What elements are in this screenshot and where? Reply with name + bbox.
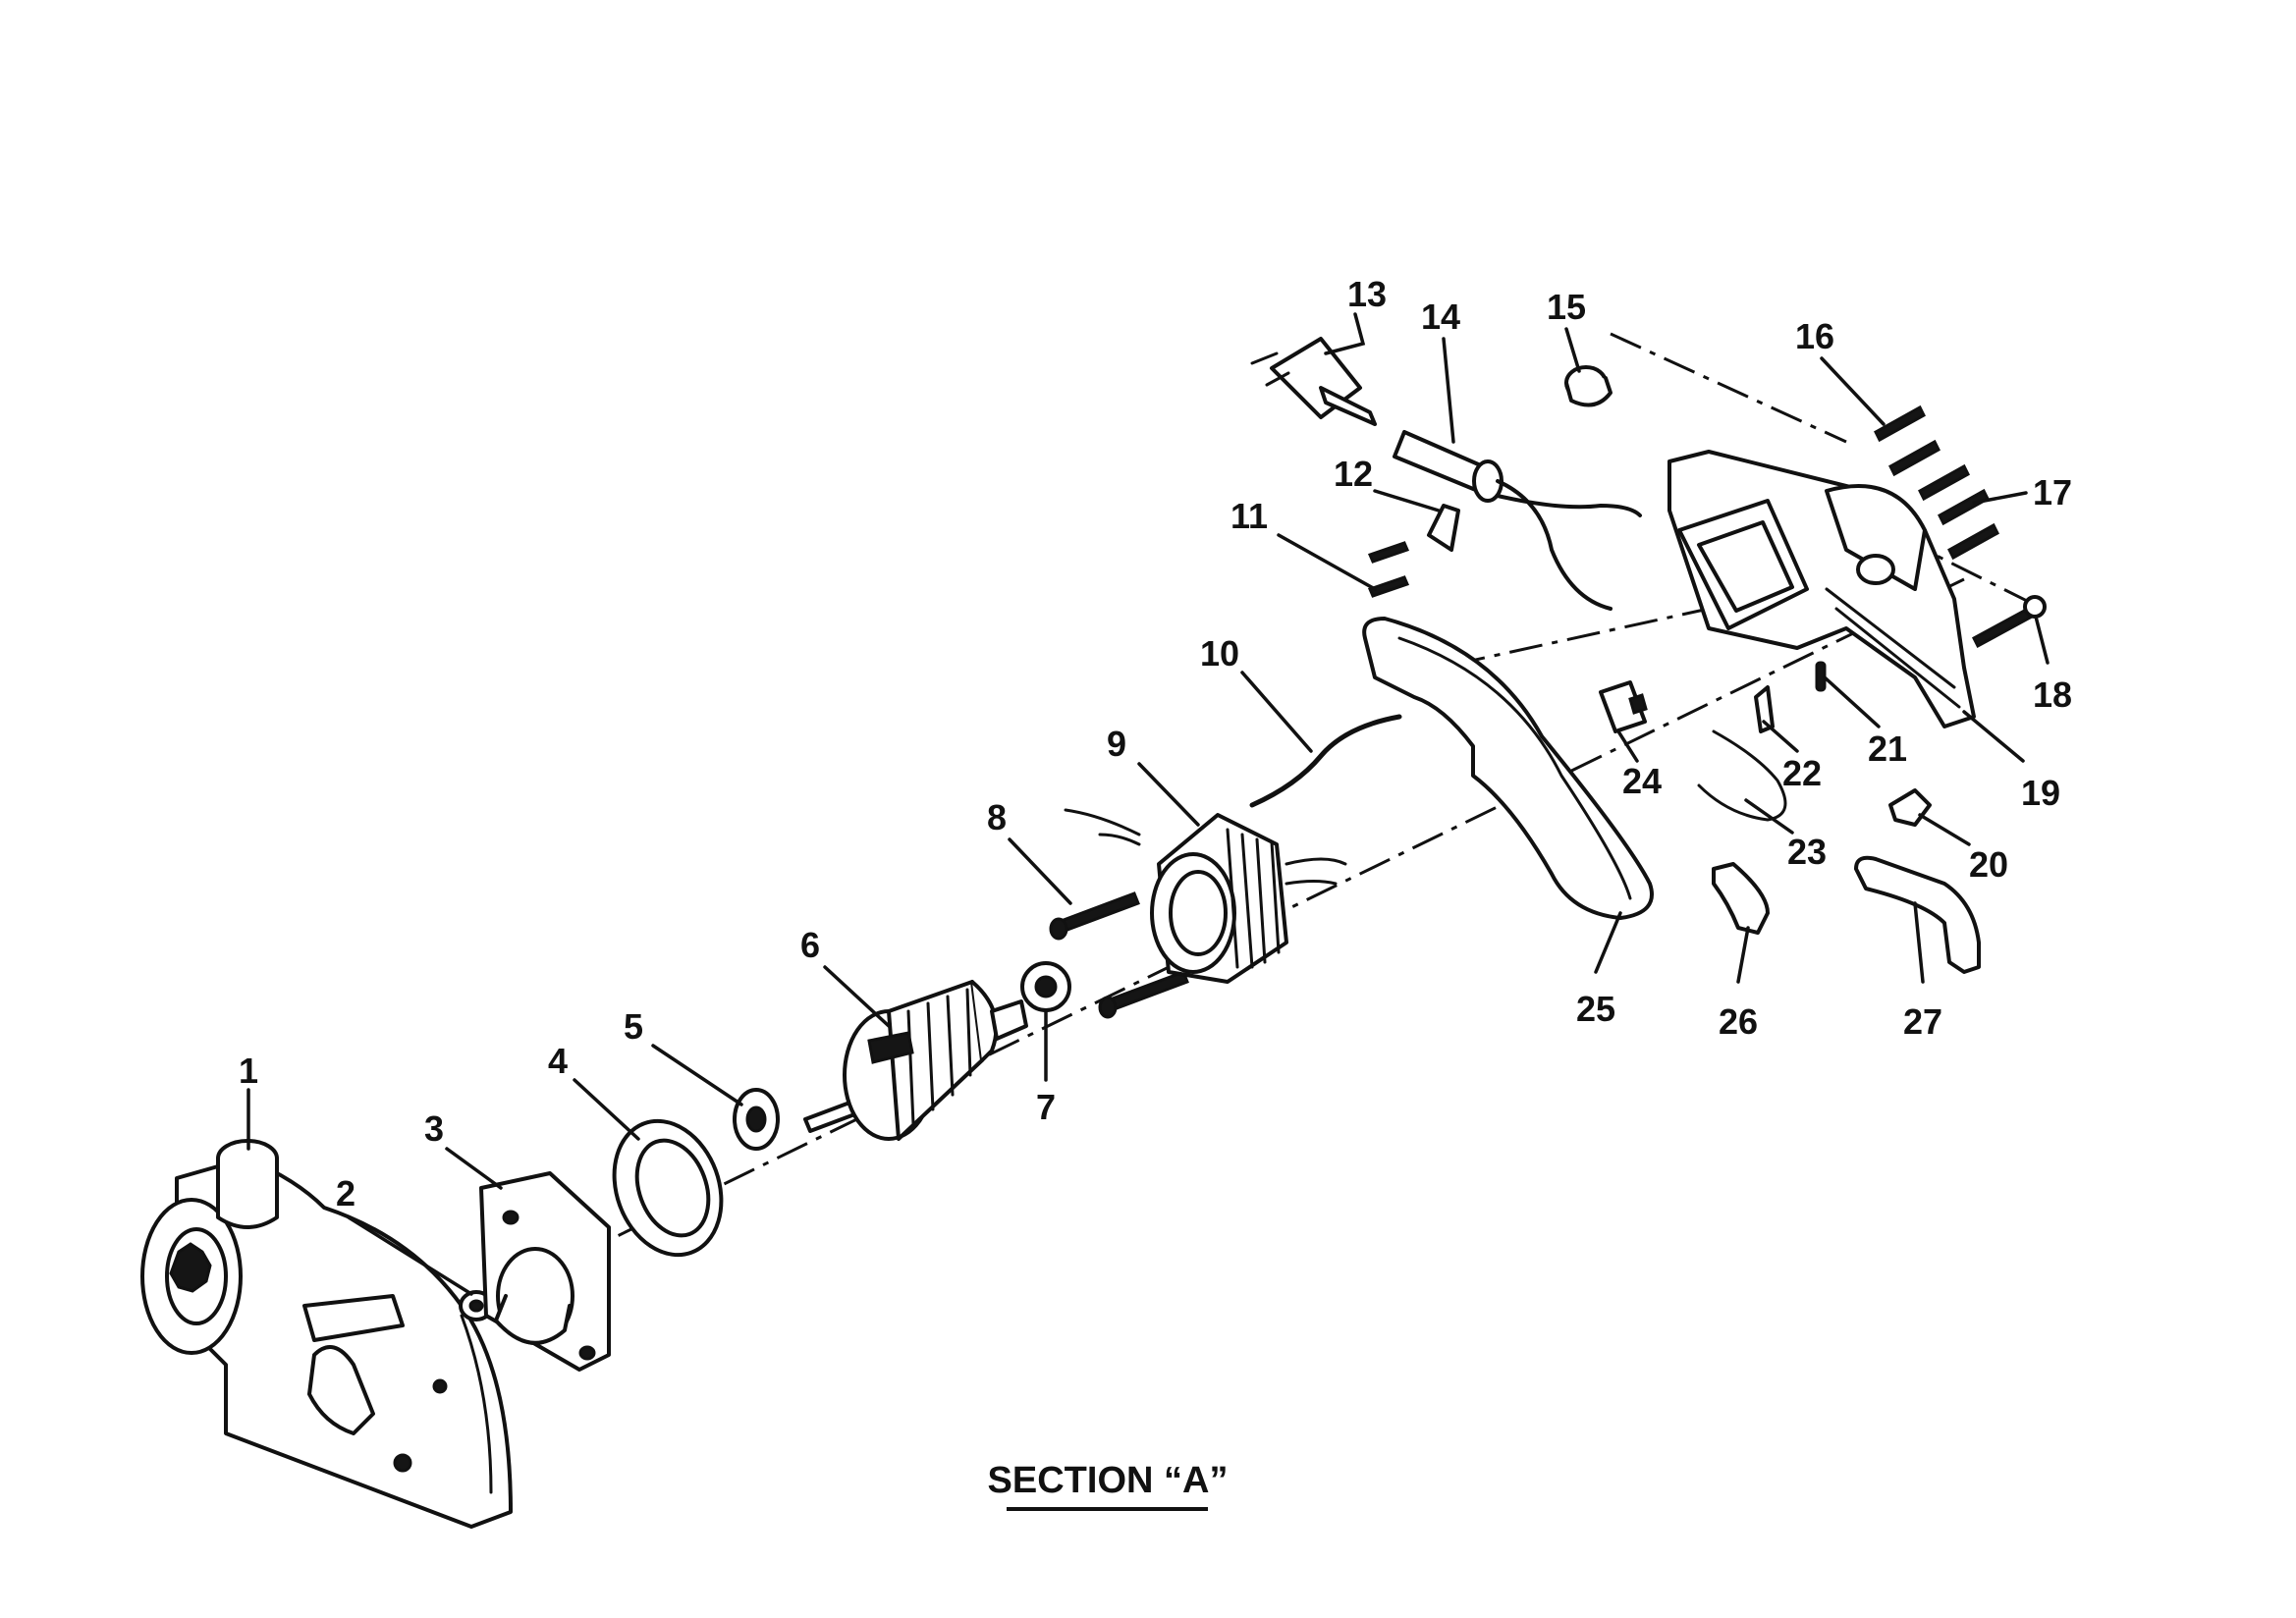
switch — [1599, 680, 1648, 733]
callout-24: 24 — [1622, 761, 1662, 801]
front-bearing — [733, 1088, 780, 1151]
lead-wire — [1249, 714, 1402, 808]
retaining-ring — [612, 1118, 724, 1258]
callout-20: 20 — [1969, 844, 2008, 885]
handle-screws — [1874, 404, 1999, 561]
handle-half — [1362, 617, 1654, 920]
callout-13: 13 — [1347, 274, 1387, 314]
callout-8: 8 — [987, 797, 1007, 837]
callout-7: 7 — [1036, 1087, 1056, 1127]
callout-23: 23 — [1787, 832, 1827, 872]
cord-clamp — [1427, 504, 1460, 552]
switch-wire — [1697, 729, 1787, 822]
callout-9: 9 — [1107, 724, 1126, 764]
gear-case-plate — [479, 1171, 611, 1372]
single-screw — [1972, 595, 2047, 649]
callout-6: 6 — [800, 925, 820, 965]
callout-15: 15 — [1547, 287, 1586, 327]
callout-27: 27 — [1903, 1001, 1942, 1042]
field-screws — [1049, 891, 1189, 1019]
callout-5: 5 — [624, 1006, 643, 1047]
callout-2: 2 — [336, 1173, 355, 1214]
rear-bearing — [1020, 961, 1071, 1012]
clamp-screws — [1367, 541, 1410, 598]
field-coil — [1064, 808, 1347, 984]
callout-numbers: 1 2 3 4 5 6 7 8 9 10 11 12 13 14 15 16 1… — [239, 274, 2072, 1214]
leader-lines — [246, 312, 2050, 1296]
callout-25: 25 — [1576, 989, 1615, 1029]
callout-12: 12 — [1334, 454, 1373, 494]
assembly-axes — [353, 332, 2044, 1367]
section-caption: SECTION “A” — [988, 1460, 1229, 1511]
power-plug — [1250, 337, 1377, 426]
blade-guard — [140, 1139, 513, 1529]
callout-10: 10 — [1200, 633, 1239, 674]
callout-26: 26 — [1719, 1001, 1758, 1042]
trigger — [1712, 862, 1770, 935]
callout-3: 3 — [424, 1108, 444, 1149]
armature — [803, 980, 1028, 1141]
callout-18: 18 — [2033, 674, 2072, 715]
power-cord — [1393, 430, 1642, 611]
callout-19: 19 — [2021, 773, 2060, 813]
brush-cap — [1564, 365, 1613, 407]
handle-cover — [1854, 855, 1981, 974]
section-label: SECTION “A” — [988, 1460, 1229, 1501]
switch-spring — [1754, 685, 1775, 733]
callout-21: 21 — [1868, 728, 1907, 769]
callout-1: 1 — [239, 1051, 258, 1091]
callout-22: 22 — [1782, 753, 1822, 793]
lock-knob — [1888, 788, 1932, 827]
callout-16: 16 — [1795, 316, 1834, 356]
callout-11: 11 — [1230, 496, 1268, 536]
callout-4: 4 — [548, 1041, 568, 1081]
motor-housing — [1667, 450, 1976, 728]
callout-17: 17 — [2033, 472, 2072, 512]
callout-14: 14 — [1421, 297, 1460, 337]
